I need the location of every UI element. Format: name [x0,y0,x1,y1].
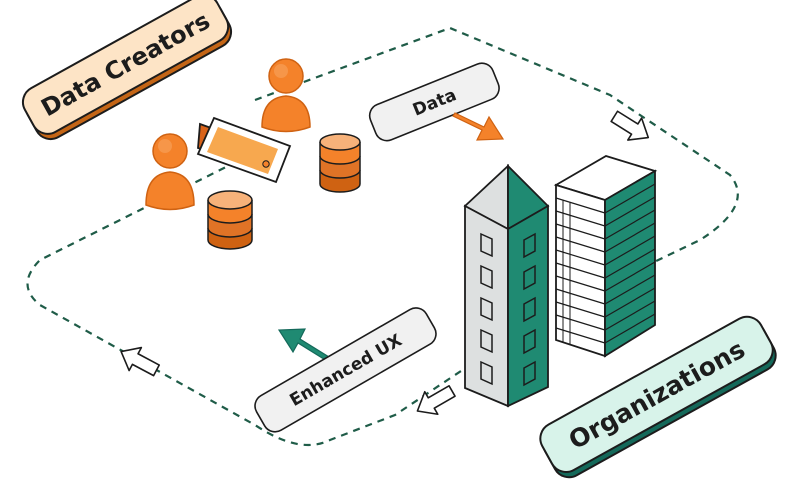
person-icon [145,133,195,211]
data-stack-icon [207,190,253,250]
office-building-icon [463,163,550,408]
enhanced-ux-badge: Enhanced UX [254,307,437,433]
flow-arrow-bottom [416,385,456,416]
server-tower-icon [553,155,658,358]
person-icon [261,58,311,133]
flow-arrow-top-right [610,110,650,141]
flow-cycle-path [26,26,739,447]
data-creators-badge: Data Creators [21,0,233,141]
data-stack-icon [319,133,361,193]
flow-arrow-left [120,346,161,377]
enhanced-ux-arrow-icon [277,328,330,362]
data-badge: Data [368,62,500,142]
data-arrow-icon [452,112,505,141]
phone-icon [196,116,292,184]
